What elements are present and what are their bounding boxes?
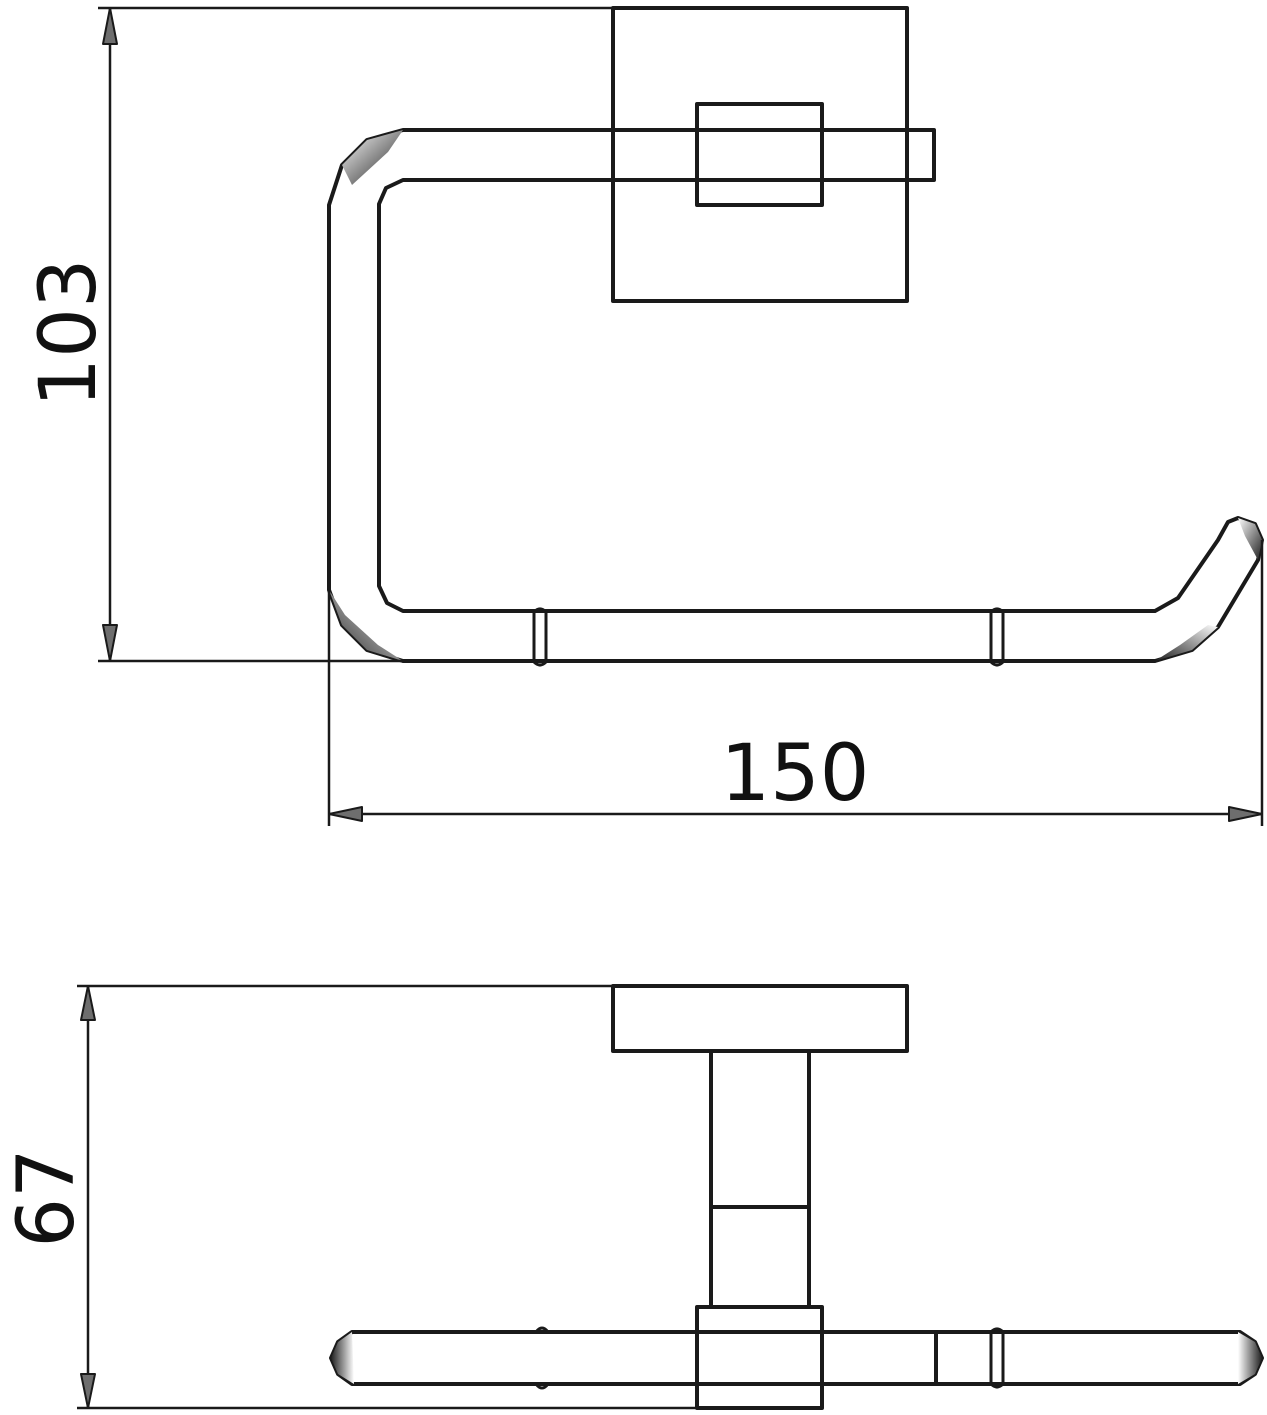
front-view: 103 150 — [24, 6, 1264, 826]
arrowhead-width-right — [1228, 806, 1263, 822]
top-view: 67 — [2, 984, 1264, 1410]
mounting-block-front — [695, 102, 824, 207]
joint-top-left — [534, 1326, 550, 1390]
arrowhead-depth-top — [80, 985, 96, 1021]
arrowhead-height-bottom — [102, 624, 118, 662]
bevel-shade-tip — [1238, 518, 1262, 560]
joint-left — [532, 607, 548, 667]
bevel-shade-hook — [1155, 625, 1218, 661]
mounting-block-top — [695, 1305, 824, 1410]
stem-top — [709, 1049, 811, 1309]
bar-end-shade-right — [1238, 1332, 1262, 1384]
bevel-shade-bottom — [329, 590, 403, 661]
holder-bar-outer — [327, 128, 1264, 663]
arrowhead-width-left — [328, 806, 363, 822]
bar-end-shade-left — [331, 1332, 354, 1384]
dimension-label-depth: 67 — [2, 1148, 92, 1247]
holder-bar-top — [329, 1330, 1264, 1386]
bevel-shade-top — [342, 130, 403, 185]
wall-plate-top — [611, 984, 909, 1053]
joint-right — [989, 607, 1005, 667]
wall-plate-front — [611, 6, 909, 303]
dimension-label-height: 103 — [24, 259, 114, 408]
dimension-label-width: 150 — [721, 729, 870, 819]
arrowhead-depth-bottom — [80, 1373, 96, 1409]
arrowhead-height-top — [102, 7, 118, 45]
joint-top-right — [989, 1327, 1005, 1389]
